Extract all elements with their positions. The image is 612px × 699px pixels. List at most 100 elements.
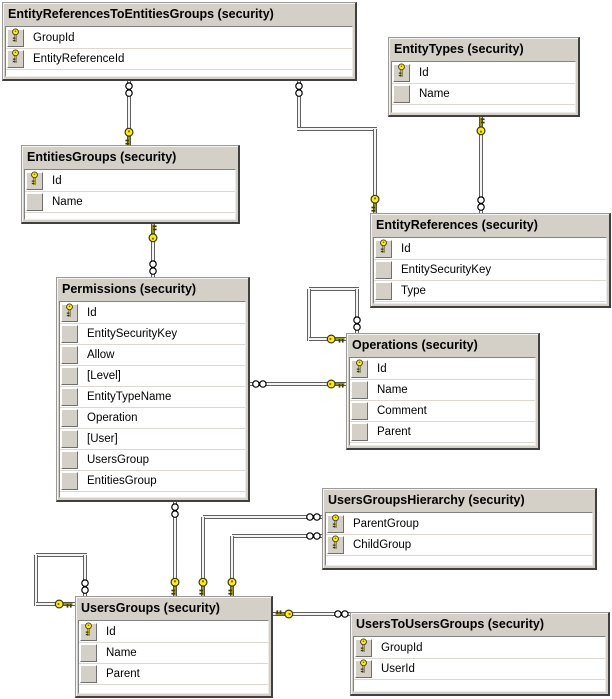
column-selector-cell[interactable] [80, 644, 97, 662]
column-row[interactable]: GroupId [6, 28, 352, 49]
column-selector-cell[interactable] [61, 430, 78, 448]
table-title[interactable]: UsersGroupsHierarchy (security) [328, 493, 525, 507]
column-row[interactable]: Id [60, 303, 245, 324]
table-title[interactable]: UsersToUsersGroups (security) [356, 617, 545, 631]
column-selector-cell[interactable] [26, 193, 43, 211]
relationship-line-fk-entityreferences-to-entityreferencestoentitiesgroups[interactable] [297, 81, 301, 131]
column-row[interactable]: EntityReferenceId [6, 49, 352, 70]
relationship-line-fk-operations-to-operations[interactable] [355, 289, 359, 333]
column-row[interactable]: Id [374, 239, 606, 260]
column-selector-cell[interactable] [80, 665, 97, 683]
relationship-line-fk-usersgroups-to-usersgroupshierarchy[interactable] [203, 515, 322, 519]
table-title[interactable]: Operations (security) [352, 338, 478, 352]
column-row[interactable]: Id [350, 359, 535, 380]
column-row[interactable]: GroupId [354, 638, 605, 659]
column-row[interactable]: EntitySecurityKey [374, 260, 606, 281]
column-row[interactable]: EntitySecurityKey [60, 324, 245, 345]
column-row[interactable]: Parent [350, 422, 535, 443]
relationship-line-fk-operations-to-operations[interactable] [307, 289, 311, 341]
column-name: ChildGroup [353, 538, 412, 551]
primary-key-icon[interactable] [355, 659, 372, 678]
column-selector-cell[interactable] [61, 346, 78, 364]
relationship-line-fk-entityreferences-to-entityreferencestoentitiesgroups[interactable] [373, 129, 377, 213]
table-title[interactable]: EntitiesGroups (security) [27, 150, 177, 164]
column-row[interactable]: Name [350, 380, 535, 401]
column-selector-cell[interactable] [351, 381, 368, 399]
primary-key-icon[interactable] [327, 535, 344, 554]
column-selector-cell[interactable] [351, 402, 368, 420]
column-selector-cell[interactable] [375, 282, 392, 300]
primary-key-icon[interactable] [355, 638, 372, 657]
relationship-line-fk-usersgroups-to-usersgroups[interactable] [34, 555, 38, 606]
column-row[interactable]: Parent [79, 664, 268, 685]
column-row[interactable]: Type [374, 281, 606, 302]
relationship-line-fk-usersgroups-to-permissions[interactable] [173, 502, 177, 596]
relationship-line-fk-usersgroups-to-usersgroupshierarchy[interactable] [230, 536, 234, 596]
primary-key-icon[interactable] [7, 49, 24, 68]
table-title[interactable]: EntityReferencesToEntitiesGroups (securi… [8, 7, 274, 21]
primary-key-icon[interactable] [80, 622, 97, 641]
column-row[interactable]: Operation [60, 408, 245, 429]
column-selector-cell[interactable] [351, 423, 368, 441]
column-row[interactable]: ChildGroup [326, 535, 592, 556]
relationship-line-fk-entitiesgroups-to-entityreferencestoentitiesgroups[interactable] [127, 81, 131, 145]
primary-key-icon[interactable] [7, 28, 24, 47]
primary-key-icon[interactable] [393, 63, 410, 82]
column-row[interactable]: [Level] [60, 366, 245, 387]
relationship-line-fk-operations-to-permissions[interactable] [250, 382, 346, 386]
column-row[interactable]: Comment [350, 401, 535, 422]
relationship-line-fk-usersgroups-to-usersgroups[interactable] [36, 553, 87, 557]
column-row[interactable]: Name [392, 84, 575, 105]
table-title[interactable]: UsersGroups (security) [81, 601, 220, 615]
column-selector-cell[interactable] [61, 451, 78, 469]
column-row[interactable]: ParentGroup [326, 514, 592, 535]
relationship-line-fk-entityreferences-to-entityreferencestoentitiesgroups[interactable] [297, 127, 377, 131]
primary-key-icon[interactable] [351, 359, 368, 378]
column-selector-cell[interactable] [61, 409, 78, 427]
relationship-line-fk-usersgroups-to-userstousersgroups[interactable] [273, 612, 350, 616]
primary-key-icon[interactable] [26, 171, 43, 190]
column-selector-cell[interactable] [393, 85, 410, 103]
column-selector-cell[interactable] [61, 472, 78, 490]
relationship-line-fk-entitytypes-to-entityreferences[interactable] [479, 117, 483, 213]
relationship-line-fk-entitiesgroups-to-permissions[interactable] [151, 224, 155, 277]
table-title[interactable]: EntityReferences (security) [376, 218, 538, 232]
column-row[interactable]: EntitiesGroup [60, 471, 245, 492]
column-selector-cell[interactable] [375, 261, 392, 279]
column-row[interactable]: Name [79, 643, 268, 664]
column-row[interactable]: Id [392, 63, 575, 84]
column-row[interactable]: [User] [60, 429, 245, 450]
table-entityreferencestoentitiesgroups[interactable]: EntityReferencesToEntitiesGroups (securi… [2, 2, 357, 81]
primary-key-icon[interactable] [375, 239, 392, 258]
column-row[interactable]: EntityTypeName [60, 387, 245, 408]
column-row[interactable]: UserId [354, 659, 605, 680]
primary-key-icon[interactable] [327, 514, 344, 533]
relationship-line-fk-operations-to-operations[interactable] [309, 287, 359, 291]
table-usersgroupshierarchy[interactable]: UsersGroupsHierarchy (security) ParentGro… [322, 488, 597, 570]
column-selector-cell[interactable] [61, 388, 78, 406]
column-row[interactable]: UsersGroup [60, 450, 245, 471]
column-row[interactable]: Name [25, 192, 235, 213]
table-title[interactable]: EntityTypes (security) [394, 42, 524, 56]
primary-key-icon[interactable] [61, 303, 78, 322]
column-selector-cell[interactable] [61, 325, 78, 343]
column-row[interactable]: Allow [60, 345, 245, 366]
table-title[interactable]: Permissions (security) [62, 282, 197, 296]
column-selector-cell[interactable] [61, 367, 78, 385]
column-name: EntityTypeName [87, 390, 172, 403]
column-row[interactable]: Id [25, 171, 235, 192]
relationship-line-fk-usersgroups-to-usersgroupshierarchy[interactable] [232, 534, 322, 538]
relationship-line-fk-usersgroups-to-usersgroupshierarchy[interactable] [201, 517, 205, 596]
column-row[interactable]: Id [79, 622, 268, 643]
relationship-line-fk-usersgroups-to-usersgroups[interactable] [83, 555, 87, 596]
